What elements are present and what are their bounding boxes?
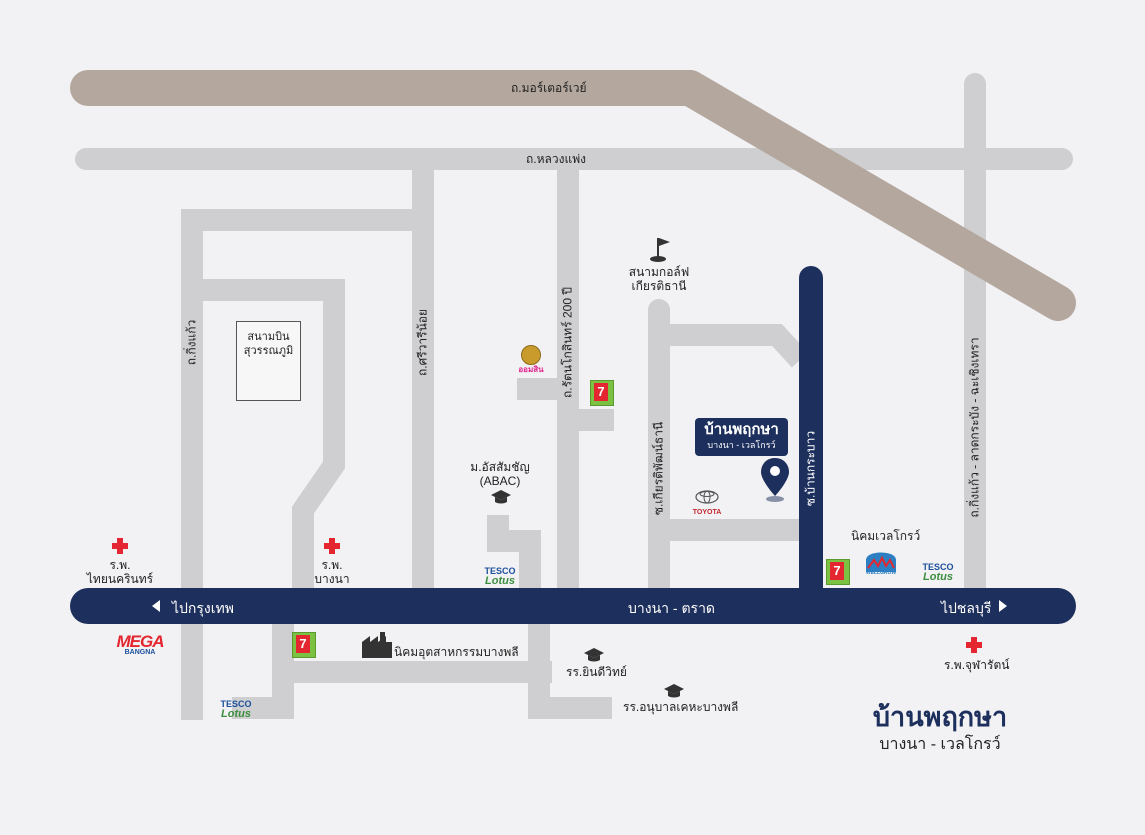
- road-south-loop: [232, 620, 294, 719]
- graduation-cap-icon: [491, 490, 511, 504]
- project-name: บ้านพฤกษา: [704, 421, 779, 438]
- school-yindee-label: รร.ยินดีวิทย์: [566, 665, 627, 679]
- ban-krabao-label: ซ.บ้านกระบาว: [803, 430, 818, 507]
- airport-label: สนามบิน สุวรรณภูมิ: [243, 331, 294, 357]
- bangplee-industrial-label: นิคมอุตสาหกรรมบางพลี: [394, 645, 519, 659]
- seven-eleven-icon: 7: [826, 559, 850, 585]
- road-king-kaeo: [181, 209, 412, 595]
- project-label-box: บ้านพฤกษา บางนา - เวลโกรว์: [695, 418, 788, 456]
- welgrow-label: นิคมเวลโกรว์: [851, 529, 921, 543]
- wellgrow-logo: WELLGROW: [864, 546, 898, 580]
- arrow-left-icon: [152, 600, 160, 612]
- toyota-label: TOYOTA: [692, 509, 722, 516]
- road-golf-branch: [670, 324, 809, 368]
- kiattiphat-label: ซ.เกียรติพัฒน์ธานี: [651, 421, 666, 516]
- motorway-label: ถ.มอร์เตอร์เวย์: [511, 81, 587, 95]
- gsb-logo: ออมสิน: [517, 345, 545, 375]
- hospital-cross-icon: [966, 637, 982, 653]
- nong-chok-label: ถ.กิ่งแก้ว - ลาดกระบัง - ฉะเชิงเทรา: [967, 337, 982, 518]
- gsb-seal-icon: [521, 345, 541, 365]
- to-bangkok-label: ไปกรุงเทพ: [172, 600, 235, 616]
- abac-label: ม.อัสสัมชัญ (ABAC): [470, 460, 530, 488]
- bangna-trat-label: บางนา - ตราด: [628, 600, 716, 616]
- mega-bangna-logo: MEGA BANGNA: [109, 632, 171, 657]
- luang-phaeng-label: ถ.หลวงแพ่ง: [526, 152, 586, 166]
- school-anuban-label: รร.อนุบาลเคหะบางพลี: [623, 700, 739, 714]
- hospital-bangna-label: ร.พ. บางนา: [314, 558, 350, 586]
- project-subtitle: บางนา - เวลโกรว์: [879, 736, 1001, 753]
- golf-label: สนามกอล์ฟ เกียรติธานี: [628, 265, 690, 293]
- road-abac: [487, 515, 541, 595]
- golf-flag-icon: [650, 238, 670, 262]
- road-inner-loop: [203, 279, 345, 595]
- toyota-icon: [695, 490, 719, 504]
- project-title: บ้านพฤกษา: [872, 702, 1008, 732]
- seven-eleven-icon: 7: [590, 380, 614, 406]
- wellgrow-icon: [866, 552, 896, 572]
- arrow-right-icon: [999, 600, 1007, 612]
- hospital-chularat-label: ร.พ.จุฬารัตน์: [944, 658, 1010, 672]
- project-title-block: บ้านพฤกษา บางนา - เวลโกรว์: [845, 700, 1035, 756]
- rattanakosin-label: ถ.รัตนโกสินทร์ 200 ปี: [560, 287, 575, 398]
- project-sub: บางนา - เวลโกรว์: [707, 440, 776, 450]
- mega-sub-label: BANGNA: [124, 649, 156, 656]
- toyota-logo: TOYOTA: [690, 490, 724, 516]
- si-wa-noi-label: ถ.ศรีวารีน้อย: [415, 308, 430, 377]
- graduation-cap-icon: [584, 648, 604, 662]
- hospital-cross-icon: [324, 538, 340, 554]
- mega-label: MEGA: [116, 632, 165, 651]
- hospital-cross-icon: [112, 538, 128, 554]
- airport-box: สนามบิน สุวรรณภูมิ: [236, 321, 301, 401]
- gsb-label: ออมสิน: [518, 365, 544, 374]
- king-kaeo-label: ถ.กิ่งแก้ว: [184, 319, 199, 366]
- road-south-school: [528, 620, 612, 719]
- wellgrow-logo-label: WELLGROW: [865, 570, 897, 576]
- road-motorway: [70, 70, 1076, 321]
- location-pin-icon: [761, 458, 789, 502]
- to-chonburi-label: ไปชลบุรี: [941, 600, 992, 616]
- graduation-cap-icon: [664, 684, 684, 698]
- hospital-thainakarin-label: ร.พ. ไทยนครินทร์: [86, 558, 154, 586]
- factory-icon: [362, 632, 392, 658]
- seven-eleven-icon: 7: [292, 632, 316, 658]
